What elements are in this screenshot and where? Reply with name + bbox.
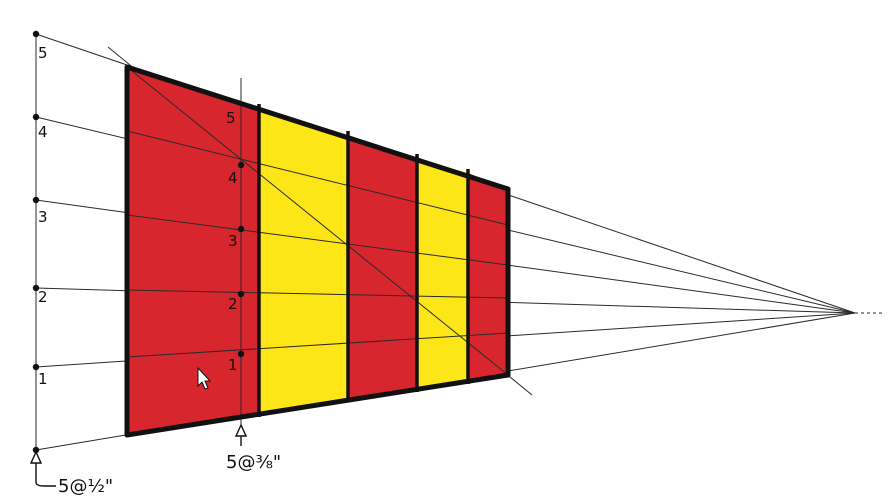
inner-scale-note: 5@⅜" bbox=[226, 452, 281, 473]
inner-label-1: 1 bbox=[228, 356, 238, 374]
left-label-5: 5 bbox=[38, 44, 48, 62]
inner-label-4: 4 bbox=[228, 169, 238, 187]
left-dot-4 bbox=[32, 113, 40, 121]
left-dot-5 bbox=[32, 30, 40, 38]
overlay-diagonal bbox=[126, 66, 509, 376]
left-arrow-stem bbox=[35, 455, 56, 487]
inner-dot-3 bbox=[237, 225, 245, 233]
stripe-red-3 bbox=[468, 173, 508, 381]
left-dot-1 bbox=[32, 363, 40, 371]
left-label-1: 1 bbox=[38, 370, 48, 388]
inner-arrow-icon bbox=[234, 423, 248, 437]
stripe-red-1 bbox=[127, 67, 259, 435]
left-label-3: 3 bbox=[38, 208, 48, 226]
overlay-line-4 bbox=[126, 130, 509, 226]
inner-label-2: 2 bbox=[228, 295, 238, 313]
overlay-line-3 bbox=[126, 214, 509, 266]
inner-dot-2 bbox=[237, 290, 245, 298]
stripe-red-2 bbox=[348, 135, 417, 398]
pointer-arrows bbox=[29, 423, 248, 487]
stripe-yellow-2 bbox=[417, 158, 468, 388]
left-label-4: 4 bbox=[38, 123, 48, 141]
left-arrow-icon bbox=[29, 450, 43, 464]
left-label-2: 2 bbox=[38, 288, 48, 306]
inner-dot-4 bbox=[237, 161, 245, 169]
left-dot-3 bbox=[32, 196, 40, 204]
stripe-yellow-1 bbox=[259, 108, 348, 413]
shape-outline bbox=[124, 64, 511, 438]
overlay-guides bbox=[126, 66, 509, 436]
overlay-line-1 bbox=[126, 332, 509, 358]
overlay-line-2 bbox=[126, 289, 509, 299]
left-dot-2 bbox=[32, 284, 40, 292]
left-dot-0 bbox=[32, 446, 40, 454]
inner-label-3: 3 bbox=[228, 232, 238, 250]
inner-dot-1 bbox=[237, 350, 245, 358]
outline-group bbox=[124, 64, 511, 438]
left-scale-note: 5@½" bbox=[58, 476, 113, 497]
inner-label-5: 5 bbox=[226, 109, 236, 127]
scale-dots bbox=[32, 30, 245, 454]
stripes-group bbox=[127, 67, 508, 435]
mouse-cursor-icon bbox=[197, 366, 212, 390]
